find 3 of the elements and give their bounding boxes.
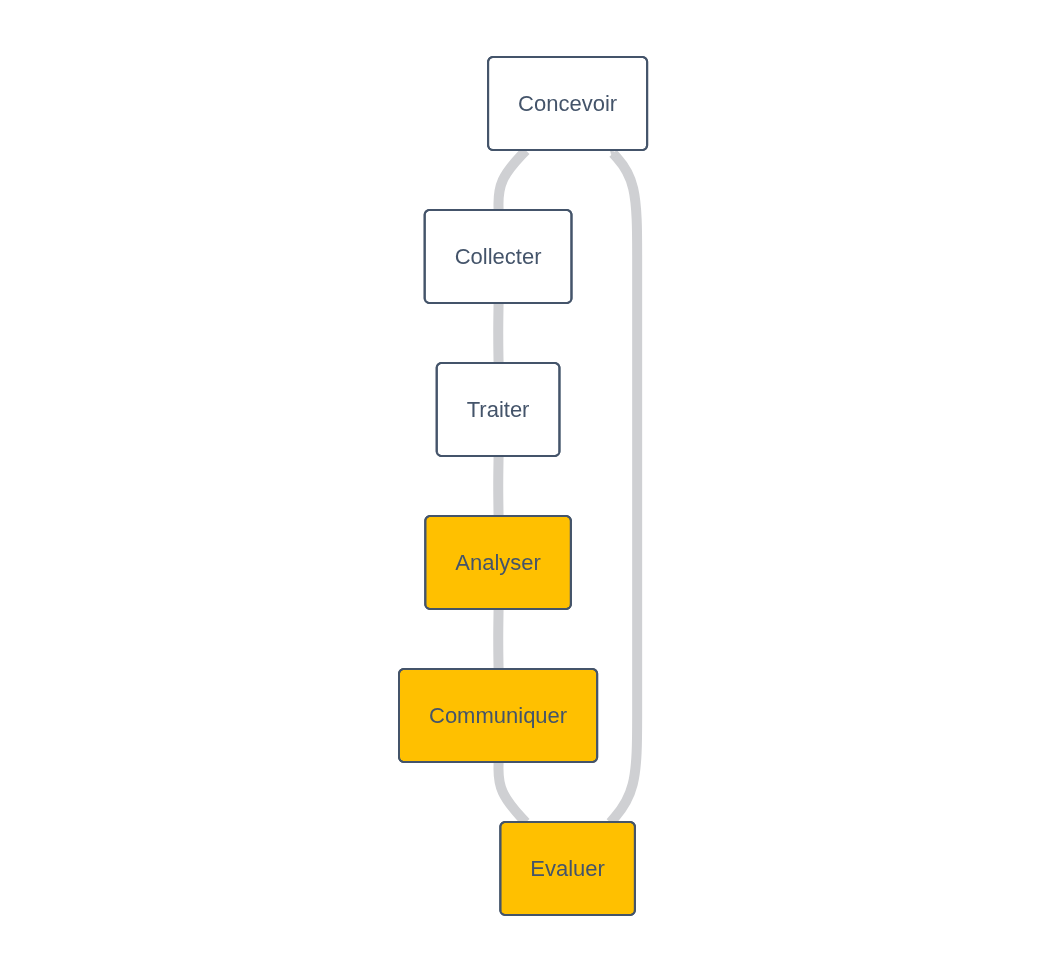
connector <box>493 302 504 364</box>
connector <box>493 455 504 517</box>
connector <box>493 608 504 670</box>
